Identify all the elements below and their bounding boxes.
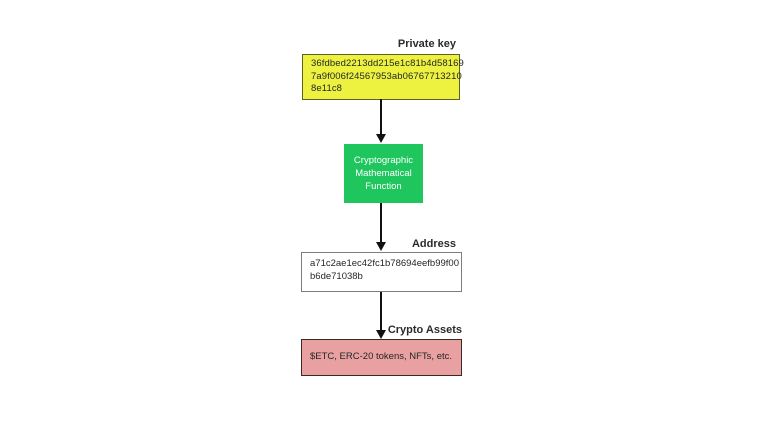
private-key-line: 7a9f006f24567953ab06767713210 xyxy=(311,70,462,82)
arrow-down-icon xyxy=(376,134,386,143)
crypto-assets-box: $ETC, ERC-20 tokens, NFTs, etc. xyxy=(301,339,462,376)
address-box: a71c2ae1ec42fc1b78694eefb99f00 b6de71038… xyxy=(301,252,462,292)
address-line: b6de71038b xyxy=(310,270,363,282)
crypto-assets-text: $ETC, ERC-20 tokens, NFTs, etc. xyxy=(310,351,453,363)
function-line: Cryptographic xyxy=(353,155,414,166)
arrow-line xyxy=(380,203,382,243)
private-key-label: Private key xyxy=(397,38,456,50)
cryptographic-function-box: Cryptographic Mathematical Function xyxy=(344,144,423,203)
crypto-assets-label: Crypto Assets xyxy=(387,324,462,336)
arrow-line xyxy=(380,292,382,330)
function-line: Function xyxy=(365,181,402,192)
private-key-line: 8e11c8 xyxy=(311,83,343,95)
private-key-box: 36fdbed2213dd215e1c81b4d58169 7a9f006f24… xyxy=(302,54,464,100)
private-key-line: 36fdbed2213dd215e1c81b4d58169 xyxy=(311,58,464,69)
address-line: a71c2ae1ec42fc1b78694eefb99f00 xyxy=(310,258,459,269)
arrow-down-icon xyxy=(376,330,386,339)
address-label: Address xyxy=(411,238,456,250)
arrow-line xyxy=(380,99,382,135)
arrow-down-icon xyxy=(376,242,386,251)
function-line: Mathematical xyxy=(355,168,412,179)
